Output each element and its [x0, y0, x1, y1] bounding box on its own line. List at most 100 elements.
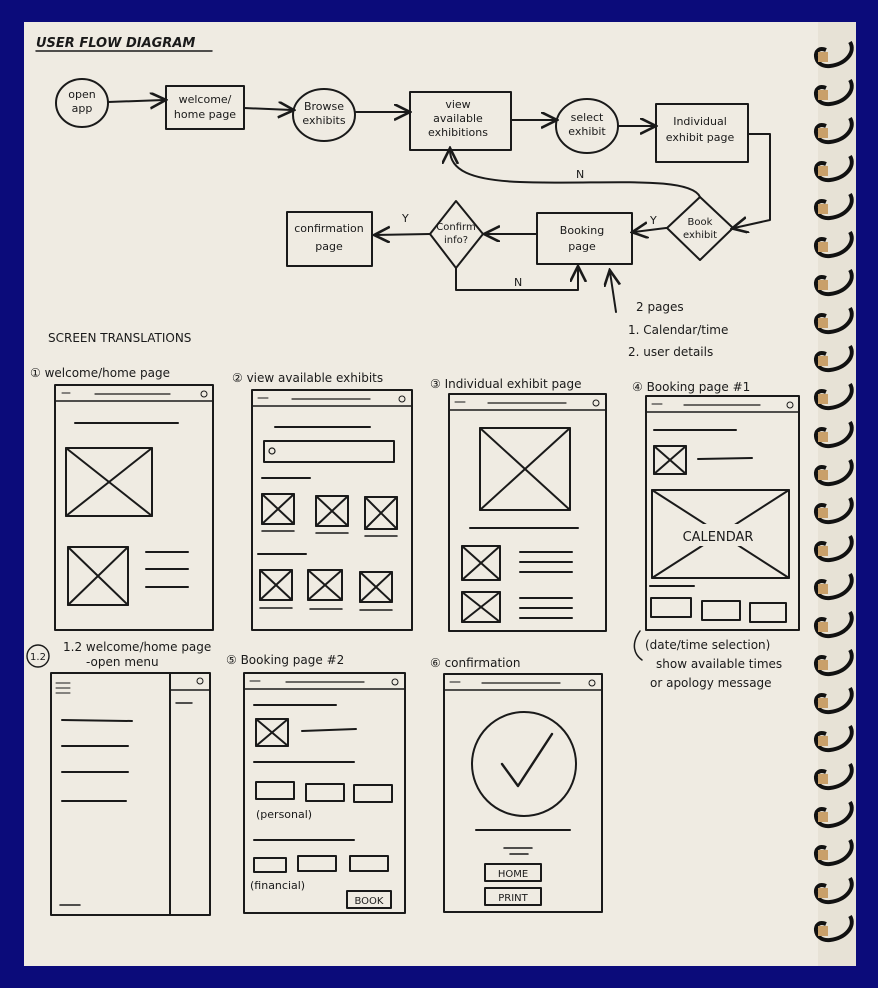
screen-2-label: ② view available exhibits	[232, 371, 383, 385]
wireframe-personal-label: (personal)	[256, 808, 312, 821]
node-confirmation-line2: page	[315, 240, 343, 253]
spiral-ring	[814, 344, 854, 373]
wireframe-booking-1: CALENDAR	[645, 395, 800, 631]
spiral-ring	[814, 610, 854, 639]
wireframe-confirmation: HOME PRINT	[443, 673, 603, 913]
binding-hole	[818, 660, 828, 670]
node-booking-line2: page	[568, 240, 596, 253]
binding-hole	[818, 926, 828, 936]
binding-hole	[818, 888, 828, 898]
wireframe-booking-2: (personal) (financial) BOOK	[243, 672, 406, 914]
spiral-ring	[814, 458, 854, 487]
wireframe-available-exhibits	[251, 389, 413, 631]
node-confirm-line2: info?	[444, 235, 468, 246]
node-open-app	[55, 78, 109, 128]
binding-hole	[818, 394, 828, 404]
spiral-binding	[814, 22, 856, 966]
node-browse-line1: Browse	[304, 100, 344, 113]
node-individual-line1: Individual	[673, 115, 727, 128]
spiral-ring	[814, 876, 854, 905]
binding-hole	[818, 812, 828, 822]
spiral-ring	[814, 800, 854, 829]
binding-hole	[818, 128, 828, 138]
screen-1-2-label: 1.2 welcome/home page	[63, 640, 211, 654]
binding-hole	[818, 52, 828, 62]
spiral-ring	[814, 420, 854, 449]
wireframe-home-button	[484, 863, 542, 882]
booking-note-line1: (date/time selection)	[645, 638, 770, 652]
binding-hole	[818, 698, 828, 708]
notebook-page	[24, 22, 856, 966]
node-confirmation-line1: confirmation	[294, 222, 364, 235]
spiral-ring	[814, 78, 854, 107]
node-book-line1: Book	[688, 217, 713, 228]
spiral-ring	[814, 306, 854, 335]
node-open-app-line2: app	[72, 102, 93, 115]
spiral-ring	[814, 534, 854, 563]
screen-6-label: ⑥ confirmation	[430, 656, 520, 670]
node-view-line3: exhibitions	[428, 126, 488, 139]
wireframe-search-bar	[263, 440, 395, 463]
spiral-ring	[814, 192, 854, 221]
spiral-ring	[814, 154, 854, 183]
binding-hole	[818, 850, 828, 860]
binding-hole	[818, 774, 828, 784]
wireframe-home-label: HOME	[498, 869, 528, 880]
spiral-ring	[814, 838, 854, 867]
binding-hole	[818, 166, 828, 176]
spiral-ring	[814, 382, 854, 411]
node-individual-line2: exhibit page	[666, 131, 735, 144]
node-confirmation-page	[286, 211, 373, 267]
binding-hole	[818, 508, 828, 518]
node-booking-line1: Booking	[560, 224, 604, 237]
node-book-exhibit	[666, 196, 734, 261]
wireframe-calendar-label: CALENDAR	[683, 530, 754, 545]
screen-4-label: ④ Booking page #1	[632, 380, 750, 394]
binding-hole	[818, 242, 828, 252]
binding-hole	[818, 90, 828, 100]
spiral-ring	[814, 762, 854, 791]
binding-hole	[818, 470, 828, 480]
node-booking-page	[536, 212, 633, 265]
screen-5-label: ⑤ Booking page #2	[226, 653, 344, 667]
node-select-line1: select	[571, 111, 604, 124]
binding-hole	[818, 546, 828, 556]
spiral-ring	[814, 496, 854, 525]
node-select-line2: exhibit	[568, 125, 606, 138]
node-view-exhibitions	[409, 91, 512, 151]
binding-hole	[818, 318, 828, 328]
wireframe-book-label: BOOK	[355, 896, 384, 907]
spiral-ring	[814, 914, 854, 943]
node-welcome-line2: home page	[174, 108, 236, 121]
binding-hole	[818, 280, 828, 290]
booking-note-line3: or apology message	[650, 676, 772, 690]
binding-hole	[818, 736, 828, 746]
pages-note-line1: 2 pages	[636, 300, 684, 314]
node-view-line2: available	[433, 112, 483, 125]
screen-1-label: ① welcome/home page	[30, 366, 170, 380]
wireframe-individual-exhibit	[448, 393, 607, 632]
spiral-ring	[814, 648, 854, 677]
spiral-ring	[814, 724, 854, 753]
wireframe-welcome	[54, 384, 214, 631]
checkmark-icon	[500, 732, 554, 788]
node-view-line1: view	[445, 98, 470, 111]
binding-hole	[818, 432, 828, 442]
screen-1-2-sublabel: -open menu	[86, 655, 159, 669]
node-open-app-line1: open	[68, 88, 95, 101]
binding-hole	[818, 622, 828, 632]
label-no-2: N	[514, 276, 522, 289]
spiral-ring	[814, 40, 854, 69]
spiral-ring	[814, 230, 854, 259]
spiral-ring	[814, 116, 854, 145]
screens-heading: SCREEN TRANSLATIONS	[48, 331, 191, 345]
node-book-line2: exhibit	[683, 230, 717, 241]
spiral-ring	[814, 686, 854, 715]
node-browse	[292, 88, 356, 142]
wireframe-print-button	[484, 887, 542, 906]
pages-note-line2: 1. Calendar/time	[628, 323, 728, 337]
spiral-ring	[814, 268, 854, 297]
wireframe-financial-label: (financial)	[250, 879, 305, 892]
